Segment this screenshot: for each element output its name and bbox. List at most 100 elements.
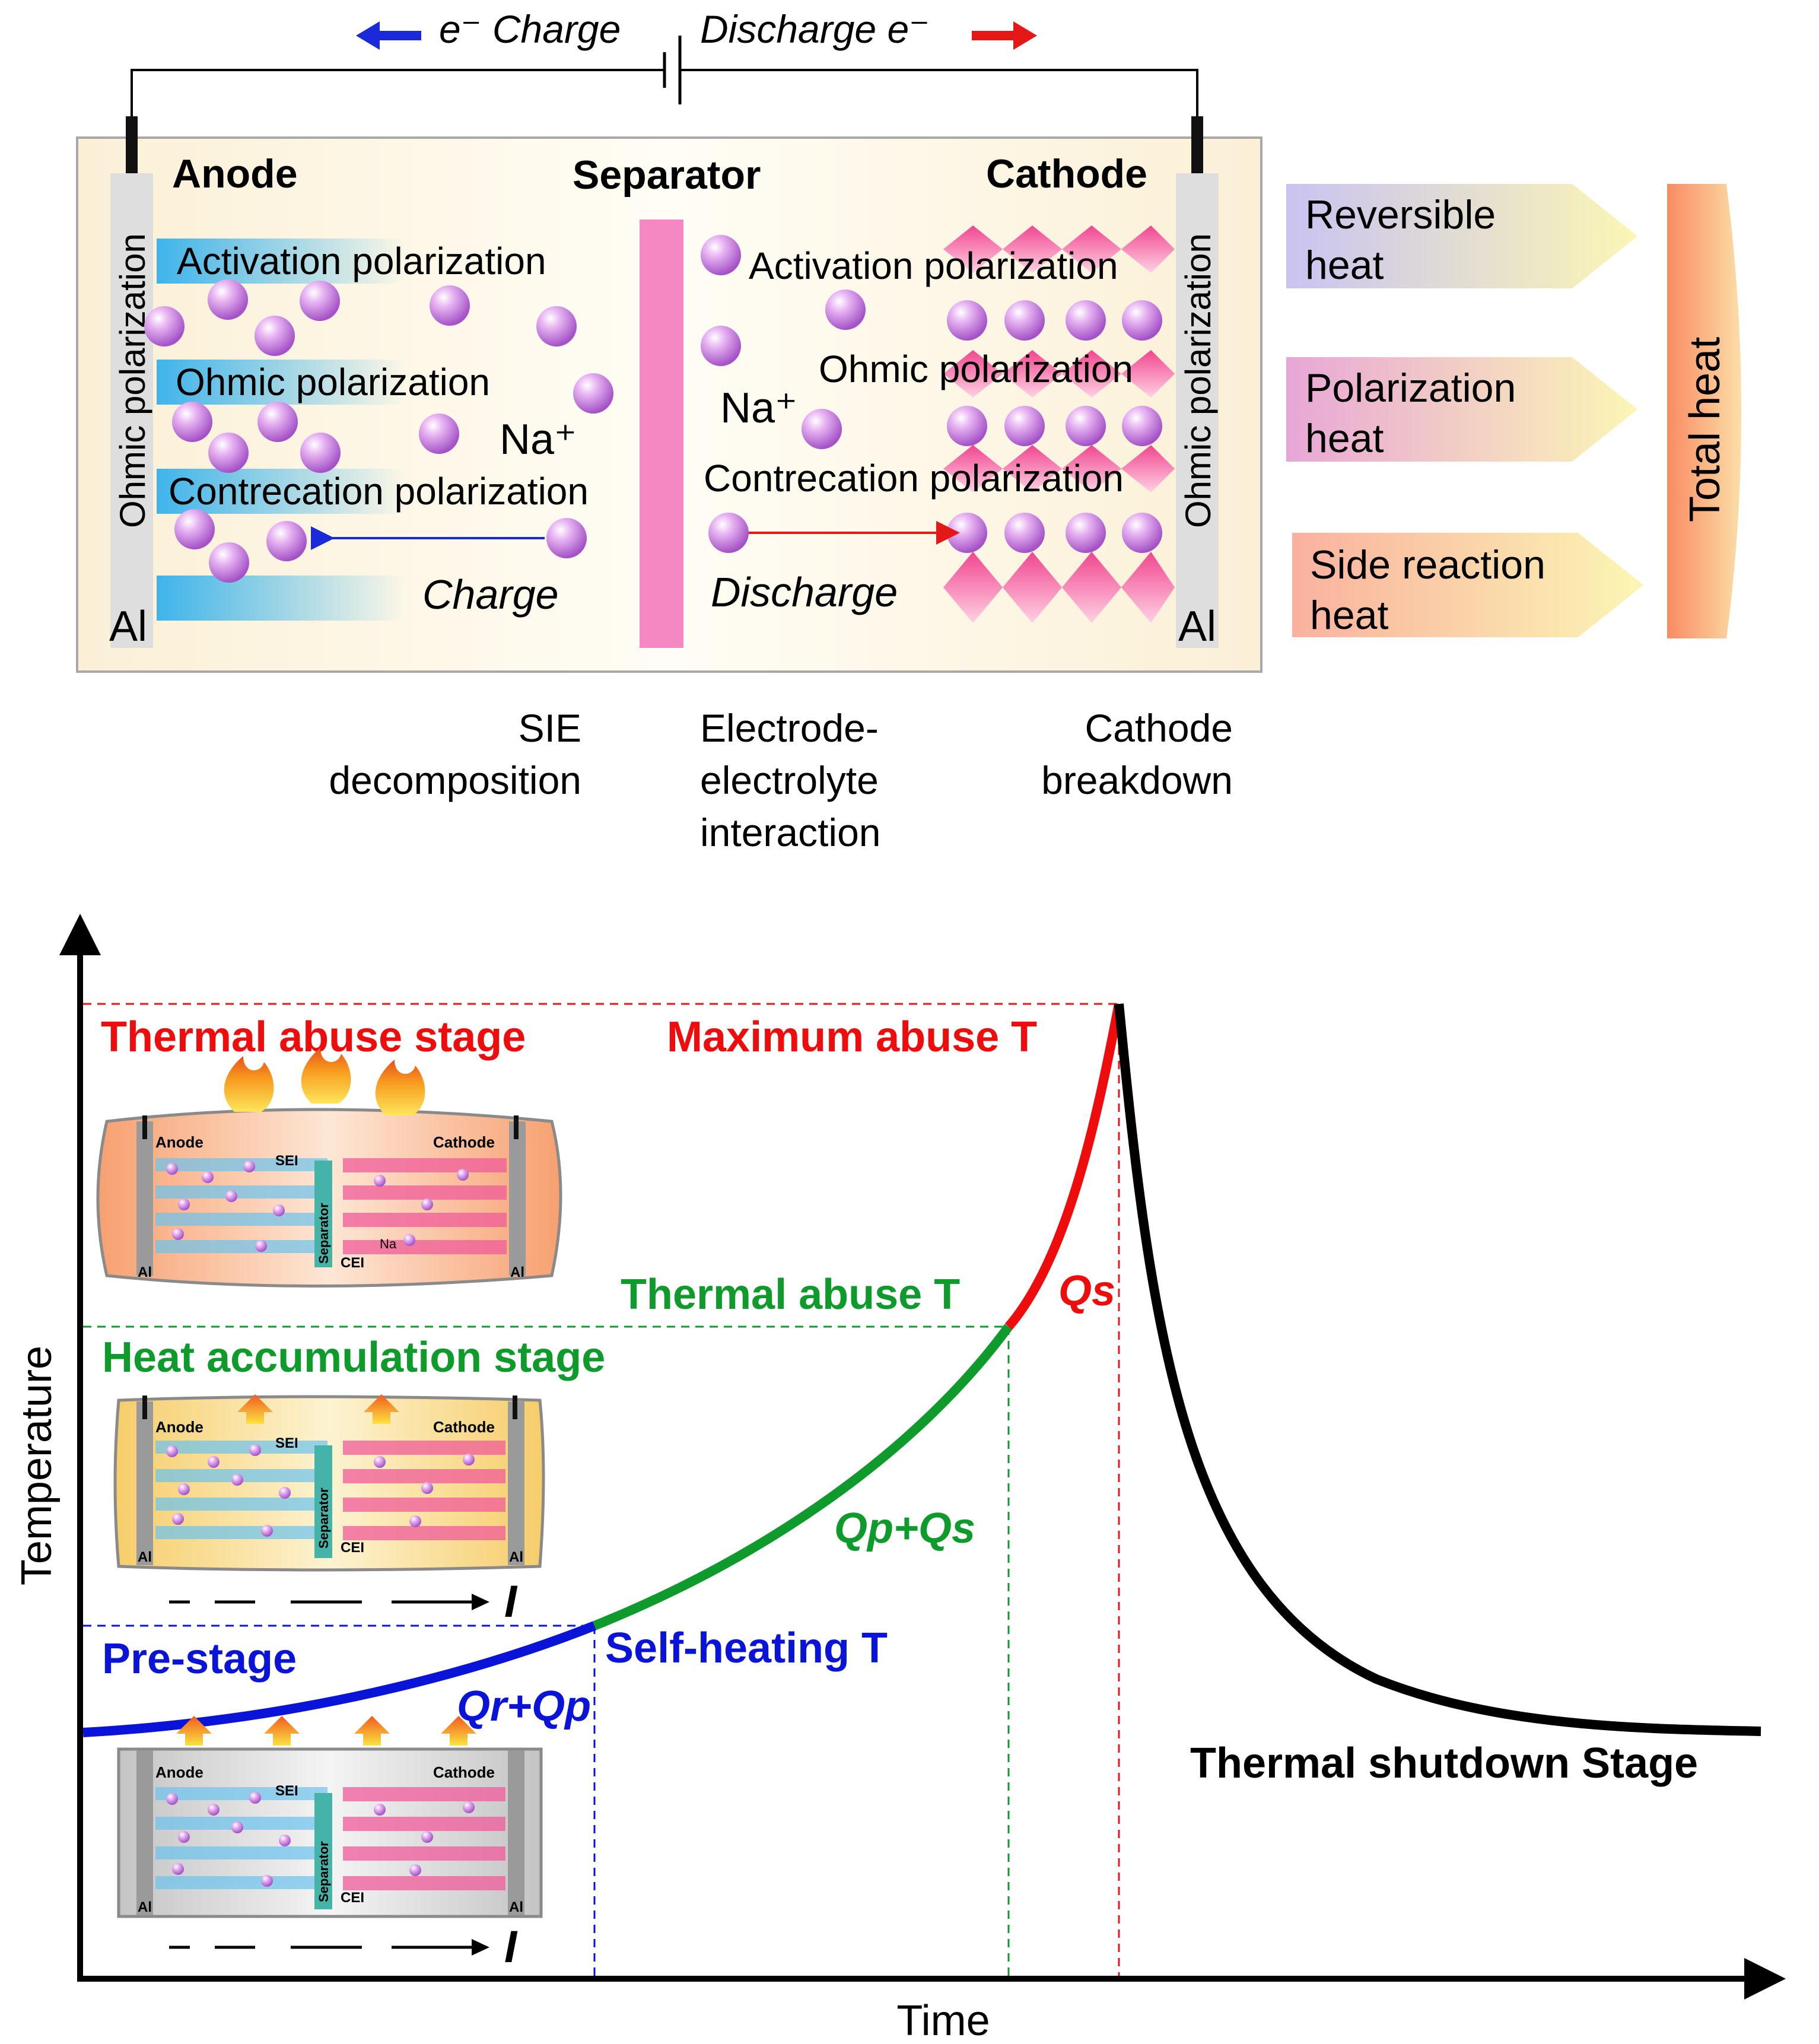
cathode-ohmic-polarization-label: Ohmic polarization (819, 348, 1133, 390)
na-ion-icon (708, 513, 749, 553)
na-ion-icon (257, 402, 298, 442)
anode-title: Anode (172, 151, 298, 196)
q-r-q-p-label: Qr+Qp (457, 1683, 591, 1730)
anode-layer (157, 469, 406, 514)
mini-cathode-label: Cathode (433, 1133, 495, 1151)
na-ion-icon (174, 509, 215, 549)
sodium-ions (144, 235, 1162, 583)
cathode-activation-polarization-label: Activation polarization (749, 244, 1118, 287)
mini-al-label: Al (510, 1264, 524, 1280)
anode-ohmic-polarization-label: Ohmic polarization (176, 361, 490, 403)
cathode-breakdown-label-line2: breakdown (1041, 758, 1233, 802)
polarization-heat-label-line2: heat (1305, 416, 1384, 461)
mini-al-label: Al (509, 1899, 523, 1915)
anode-tab (126, 116, 138, 173)
heat-up-arrow-icon (364, 1394, 399, 1424)
cathode-active-material (943, 225, 1175, 623)
interaction-label-line2: electrolyte (700, 758, 879, 802)
thermal-abuse-stage-label: Thermal abuse stage (101, 1013, 526, 1061)
heat-up-arrow-icon (441, 1716, 476, 1746)
self-heating-t-label: Self-heating T (605, 1625, 888, 1672)
pre-stage-label: Pre-stage (102, 1635, 297, 1683)
pre-stage-curve (82, 1621, 596, 1737)
interaction-label-line3: interaction (700, 810, 881, 854)
mini-separator-label: Separator (316, 1487, 331, 1549)
charge-electron-arrow-icon (356, 21, 421, 50)
cathode-title: Cathode (986, 151, 1147, 196)
reversible-heat-label-line2: heat (1305, 243, 1384, 288)
heat-up-arrow-icon (176, 1716, 212, 1746)
y-axis-label: Temperature (13, 1346, 61, 1585)
mini-cei-label: CEI (341, 1540, 364, 1556)
na-ion-icon (701, 235, 741, 275)
anode-contrecation-polarization-label: Contrecation polarization (168, 470, 589, 513)
mini-cathode-label: Cathode (433, 1418, 495, 1436)
right-ohmic-polarization-label: Ohmic polarization (1178, 233, 1218, 528)
na-ion-icon (300, 433, 341, 473)
polarization-heat-arrow (1286, 357, 1637, 462)
heat-components: Reversible heat Polarization heat Side r… (1286, 184, 1741, 638)
thermal-abuse-curve (1004, 1003, 1124, 1330)
thermal-abuse-t-label: Thermal abuse T (621, 1271, 960, 1318)
circuit-wire (131, 69, 1198, 125)
anode-activation-polarization-label: Activation polarization (177, 240, 546, 282)
discharge-electron-label: Discharge e⁻ (700, 7, 930, 51)
na-left-label: Na⁺ (500, 416, 577, 463)
na-right-label: Na⁺ (720, 384, 797, 432)
flame-icon (375, 1060, 425, 1115)
na-ion-icon (536, 306, 577, 347)
mini-sei-label: SEI (275, 1435, 298, 1451)
side-reaction-heat-label-line2: heat (1310, 593, 1388, 638)
mini-anode-label: Anode (155, 1133, 203, 1151)
reversible-heat-arrow (1286, 184, 1637, 288)
na-ion-icon (300, 281, 340, 321)
charge-electron-label: e⁻ Charge (439, 7, 621, 51)
na-ion-icon (701, 326, 741, 366)
right-al-label: Al (1178, 603, 1216, 650)
anode-layer (157, 239, 406, 284)
side-reaction-heat-label-line1: Side reaction (1310, 542, 1545, 587)
na-ion-icon (802, 409, 842, 449)
side-reactions: SIE decomposition Electrode- electrolyte… (329, 706, 1233, 854)
mini-sei-label: SEI (275, 1783, 298, 1799)
current-arrow-accumulation: I (169, 1576, 518, 1627)
total-heat-label: Total heat (1681, 337, 1729, 522)
heat-up-arrow-icon (237, 1394, 273, 1424)
arrowhead-icon (472, 1939, 489, 1956)
interaction-label-line1: Electrode- (700, 706, 879, 750)
mini-separator-label: Separator (316, 1203, 331, 1264)
arrowhead-icon (472, 1594, 489, 1610)
current-symbol-label: I (504, 1922, 518, 1972)
mini-al-label: Al (138, 1549, 152, 1565)
x-axis-label: Time (896, 1997, 990, 2044)
mini-cei-label: CEI (341, 1255, 364, 1271)
side-reaction-heat-arrow (1292, 533, 1643, 637)
heat-accumulation-curve (593, 1324, 1013, 1630)
flame-icon (301, 1048, 351, 1104)
sie-label-line2: decomposition (329, 758, 581, 802)
maximum-abuse-t-label: Maximum abuse T (667, 1013, 1037, 1061)
mini-cathode-label: Cathode (433, 1763, 495, 1781)
mini-al-label: Al (138, 1899, 152, 1915)
flame-icon (224, 1056, 274, 1112)
charge-label: Charge (422, 571, 559, 618)
y-axis-arrow-icon (59, 914, 101, 955)
cathode-current-collector (1176, 173, 1219, 648)
na-ion-icon (208, 279, 248, 320)
heat-up-arrow-icon (264, 1716, 300, 1746)
mini-separator-label: Separator (316, 1841, 331, 1902)
mini-cell-thermal-abuse: Anode Cathode SEI CEI Na Separator Al Al (96, 1048, 562, 1288)
heat-accumulation-stage-label: Heat accumulation stage (102, 1334, 605, 1381)
q-p-q-s-label: Qp+Qs (834, 1505, 975, 1552)
separator-title: Separator (573, 152, 761, 198)
discharge-label: Discharge (711, 569, 898, 615)
mini-al-label: Al (509, 1549, 523, 1565)
mini-na-label: Na (380, 1236, 397, 1251)
na-ion-icon (208, 433, 249, 473)
total-heat-bar (1667, 184, 1741, 638)
current-arrow-pre-stage: I (169, 1922, 518, 1972)
anode-current-collector (110, 173, 153, 648)
na-ion-icon (430, 285, 470, 326)
mini-cell-heat-accumulation: Anode Cathode SEI CEI Separator Al Al (113, 1394, 545, 1572)
